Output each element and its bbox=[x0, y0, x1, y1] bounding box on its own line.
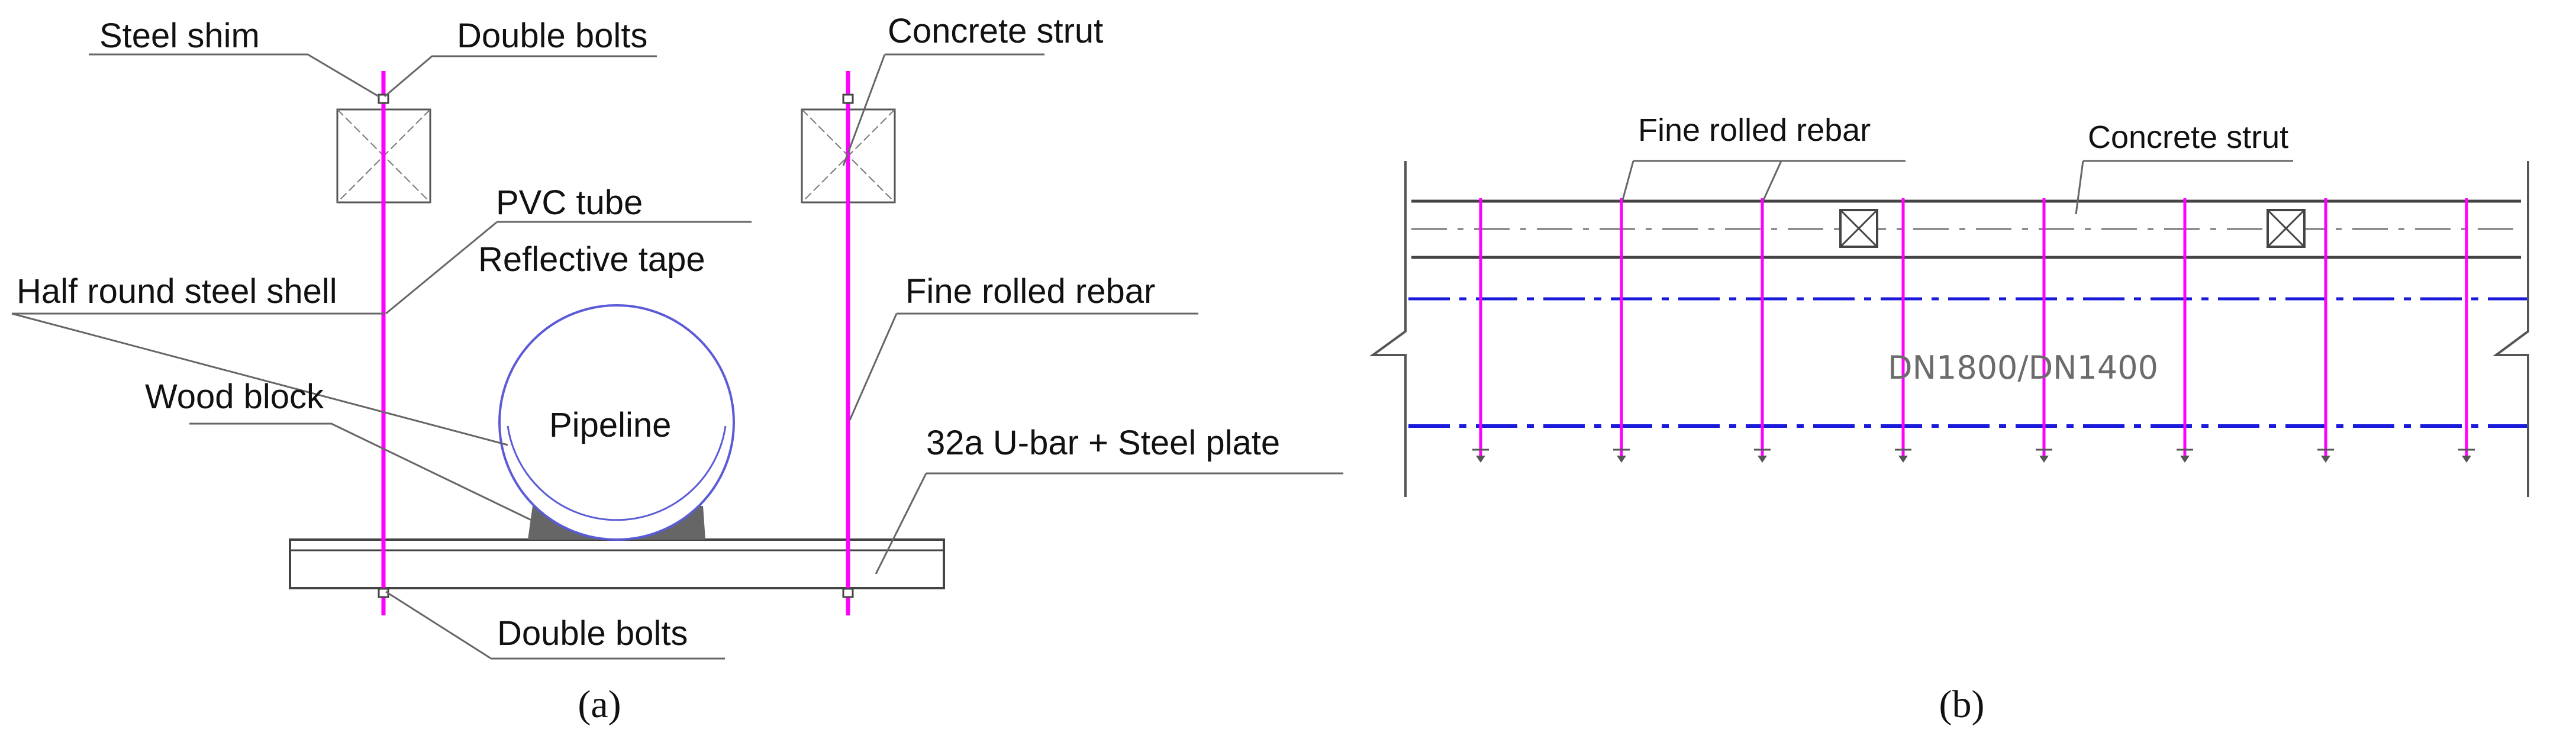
label-wood-block: Wood block bbox=[145, 378, 324, 416]
rebar-plan-6 bbox=[2177, 198, 2193, 463]
rebar-plan-3 bbox=[1754, 198, 1771, 463]
half-round-steel-shell bbox=[507, 425, 727, 521]
rebars-plan bbox=[1472, 198, 2475, 463]
strut-node-2 bbox=[2267, 209, 2306, 248]
panel-b: Fine rolled rebar Concrete strut DN1800/… bbox=[1369, 112, 2529, 726]
label-pvc-tube: PVC tube bbox=[496, 183, 643, 222]
label-double-bolts-top: Double bolts bbox=[457, 17, 647, 55]
panel-a: Steel shim Double bolts Concrete strut P… bbox=[11, 12, 1343, 726]
rebar-plan-2 bbox=[1613, 198, 1630, 463]
strut-node-1 bbox=[1839, 209, 1878, 248]
rebar-plan-7 bbox=[2317, 198, 2334, 463]
leader-lines-b bbox=[1621, 160, 2293, 215]
label-half-round-steel-shell: Half round steel shell bbox=[17, 272, 337, 311]
label-steel-shim: Steel shim bbox=[99, 17, 260, 55]
label-concrete-strut-b: Concrete strut bbox=[2088, 120, 2288, 155]
label-pipe-size: DN1800/DN1400 bbox=[1888, 349, 2158, 386]
label-concrete-strut-a: Concrete strut bbox=[888, 12, 1103, 50]
caption-a: (a) bbox=[578, 683, 621, 726]
rebar-plan-4 bbox=[1895, 198, 1911, 463]
concrete-strut-plan bbox=[1411, 199, 2521, 259]
caption-b: (b) bbox=[1939, 683, 1985, 726]
u-bar-steel-plate bbox=[289, 538, 945, 589]
rebar-plan-1 bbox=[1472, 198, 1489, 463]
label-reflective-tape: Reflective tape bbox=[478, 240, 705, 279]
leader-lines-a bbox=[11, 53, 1343, 660]
label-fine-rolled-rebar-b: Fine rolled rebar bbox=[1638, 112, 1871, 148]
label-pipeline: Pipeline bbox=[549, 406, 671, 444]
label-double-bolts-bottom: Double bolts bbox=[497, 614, 688, 653]
bolt-top-right bbox=[842, 93, 854, 104]
bolt-bottom-right bbox=[842, 588, 854, 598]
rebar-plan-8 bbox=[2458, 198, 2475, 463]
rebar-plan-5 bbox=[2036, 198, 2052, 463]
trench-walls bbox=[1369, 161, 2529, 497]
pipeline bbox=[498, 304, 735, 541]
label-fine-rolled-rebar-a: Fine rolled rebar bbox=[905, 272, 1155, 311]
bolt-top-left bbox=[378, 93, 389, 104]
label-u-bar-steel-plate: 32a U-bar + Steel plate bbox=[926, 424, 1280, 462]
